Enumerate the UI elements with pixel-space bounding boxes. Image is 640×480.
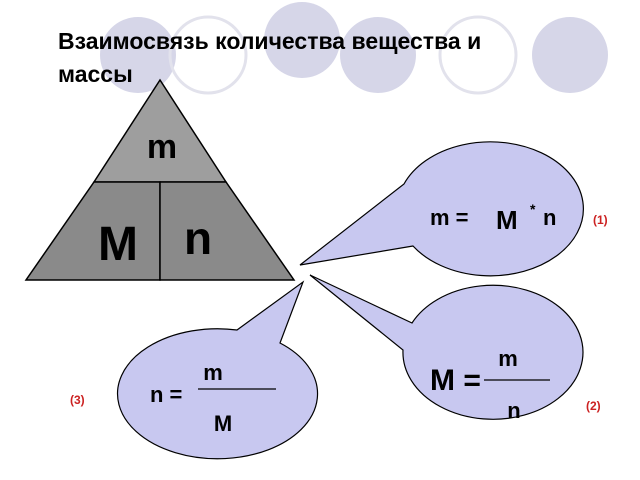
formula-3-ref: (3) [70,393,85,407]
bubble-3-shape [116,280,319,460]
triangle-label-amount: n [184,212,212,264]
triangle-bottom-right-section [159,181,296,281]
formula-triangle: m M n [24,78,296,281]
formula-2-lhs: M = [430,364,481,397]
formula-3-lhs: n = [150,382,182,407]
deco-circle [168,15,248,95]
formula-1-lhs: m = [430,205,469,230]
formula-1-factor-n: n [543,205,556,230]
triangle-bottom-left-section [24,181,161,281]
formula-2-numerator: m [498,346,518,371]
triangle-label-molar-mass: M [98,218,138,271]
formula-1-ref: (1) [593,213,608,227]
formula-2-denominator: n [507,398,520,423]
speech-bubble-3: n = m M [116,280,319,460]
bubble-2-shape [309,274,584,420]
slide-title-line-1: Взаимосвязь количества вещества и [58,28,481,54]
formula-2-ref: (2) [586,399,601,413]
decorative-circles [100,2,608,95]
deco-circle [100,17,176,93]
speech-bubble-2: M = m n [309,274,584,423]
formula-1-operator: * [530,201,536,217]
deco-circle [340,17,416,93]
bubble-1-shape [299,141,584,277]
formula-1-factor-m: M [496,205,518,235]
triangle-label-mass: m [147,128,177,166]
deco-circle [532,17,608,93]
formula-3-denominator: M [214,411,232,436]
slide-title-line-2: массы [58,61,133,87]
deco-circle [438,15,518,95]
speech-bubble-1: m = M * n [299,141,584,277]
formula-3-numerator: m [203,360,223,385]
deco-circle [264,2,340,78]
